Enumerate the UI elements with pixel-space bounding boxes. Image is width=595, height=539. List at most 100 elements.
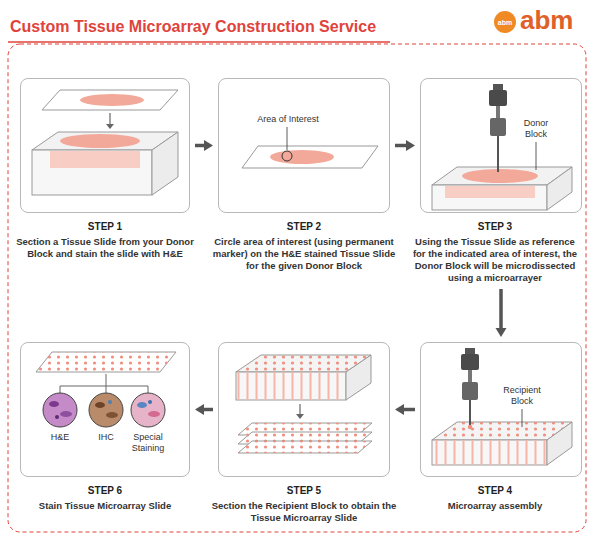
flow-arrow	[496, 289, 507, 337]
recipient-block	[432, 422, 572, 465]
step-node: STEP 4Microarray assembly	[420, 342, 582, 512]
microarrayer	[489, 84, 507, 172]
arrow-shaft	[404, 408, 415, 412]
ihc-stain-circle	[95, 402, 105, 408]
leader-line	[287, 127, 288, 150]
step-panel	[420, 78, 582, 213]
recipient-block	[432, 440, 547, 465]
frame	[8, 42, 586, 532]
step-description: Section the Recipient Block to obtain th…	[208, 500, 400, 524]
down-arrow	[109, 113, 110, 124]
microarrayer	[461, 348, 479, 429]
donor-block	[445, 186, 535, 198]
step-number: STEP 2	[208, 220, 400, 233]
tissue-slide	[42, 90, 178, 110]
microarrayer	[493, 84, 503, 90]
he-stain-circle	[55, 415, 59, 419]
microarray-slides	[238, 423, 372, 453]
step-node: STEP 3Using the Tissue Slide as referenc…	[420, 78, 582, 284]
step-panel	[20, 78, 190, 213]
microarray-slides	[238, 441, 372, 453]
tissue-slide	[42, 90, 178, 110]
he-stain-circle	[43, 393, 77, 427]
step-description: Circle area of interest (using permanent…	[208, 236, 400, 272]
down-arrow	[106, 124, 114, 129]
step-description: Stain Tissue Microarray Slide	[12, 500, 198, 512]
leader-line	[287, 127, 288, 150]
arrow-head	[195, 404, 204, 415]
figure-label: H&E	[40, 432, 80, 443]
ihc-stain-circle	[108, 400, 112, 404]
microarrayer	[468, 370, 472, 382]
donor-block	[32, 150, 152, 195]
microarray-slide	[36, 352, 176, 372]
logo	[494, 11, 516, 33]
arrow-head	[395, 404, 404, 415]
microarrayer	[461, 354, 479, 370]
step-number: STEP 4	[408, 484, 582, 497]
ihc-stain-circle	[89, 393, 123, 427]
recipient-block	[547, 422, 572, 465]
leader-line	[522, 409, 523, 427]
recipient-block	[432, 440, 547, 465]
microarrayer	[469, 400, 471, 426]
branch-lines	[148, 386, 149, 393]
step-description: Section a Tissue Slide from your Donor B…	[12, 236, 198, 260]
stained-slide	[242, 146, 378, 168]
microarrayer	[496, 106, 500, 118]
microarrayer	[465, 348, 475, 354]
arrow-shaft	[395, 144, 406, 148]
branch-lines	[60, 386, 148, 387]
donor-block	[152, 132, 178, 195]
branch-lines	[60, 374, 148, 393]
logo	[494, 11, 516, 33]
recipient-block	[236, 372, 346, 400]
figure-label: Donor Block	[513, 118, 559, 140]
he-stain-circle	[60, 411, 72, 417]
special-stain-circle	[131, 393, 165, 427]
step-panel	[420, 342, 582, 477]
special-stain-circle	[137, 402, 147, 408]
frame	[8, 41, 390, 43]
step-node: STEP 5Section the Recipient Block to obt…	[218, 342, 390, 524]
step-panel	[20, 342, 190, 477]
recipient-block	[236, 355, 371, 400]
recipient-block	[236, 372, 346, 400]
flow-arrow	[395, 404, 415, 415]
microarray-slides	[238, 441, 372, 453]
leader-line	[522, 409, 523, 427]
branch-lines	[106, 386, 107, 393]
step-description: Microarray assembly	[408, 500, 582, 512]
tissue-slide	[80, 94, 144, 106]
down-arrow	[106, 113, 114, 129]
donor-block	[432, 167, 572, 210]
donor-block	[32, 132, 178, 195]
branch-lines	[106, 374, 107, 386]
flow-arrow	[195, 404, 213, 415]
logo-text: abm	[493, 17, 517, 28]
stained-slide	[242, 146, 378, 168]
step-number: STEP 5	[208, 484, 400, 497]
microarrayer	[468, 425, 472, 429]
down-arrow	[299, 404, 300, 414]
microarray-slide	[36, 352, 176, 372]
donor-block	[432, 185, 547, 210]
arrow-head	[496, 328, 507, 337]
arrow-shaft	[499, 289, 503, 328]
step-description: Using the Tissue Slide as reference for …	[408, 236, 582, 284]
stained-slide	[282, 151, 292, 161]
step-node: STEP 2Circle area of interest (using per…	[218, 78, 390, 272]
frame	[8, 44, 586, 532]
leader-line	[536, 142, 537, 170]
arrow-shaft	[204, 408, 213, 412]
down-arrow	[296, 414, 304, 419]
step-node: STEP 1Section a Tissue Slide from your D…	[20, 78, 190, 260]
step-number: STEP 6	[12, 484, 198, 497]
donor-block	[50, 151, 140, 168]
figure-label: IHC	[86, 432, 126, 443]
microarray-slide	[36, 352, 176, 372]
donor-block	[462, 169, 538, 183]
he-stain-circle	[43, 393, 77, 427]
step-number: STEP 1	[12, 220, 198, 233]
